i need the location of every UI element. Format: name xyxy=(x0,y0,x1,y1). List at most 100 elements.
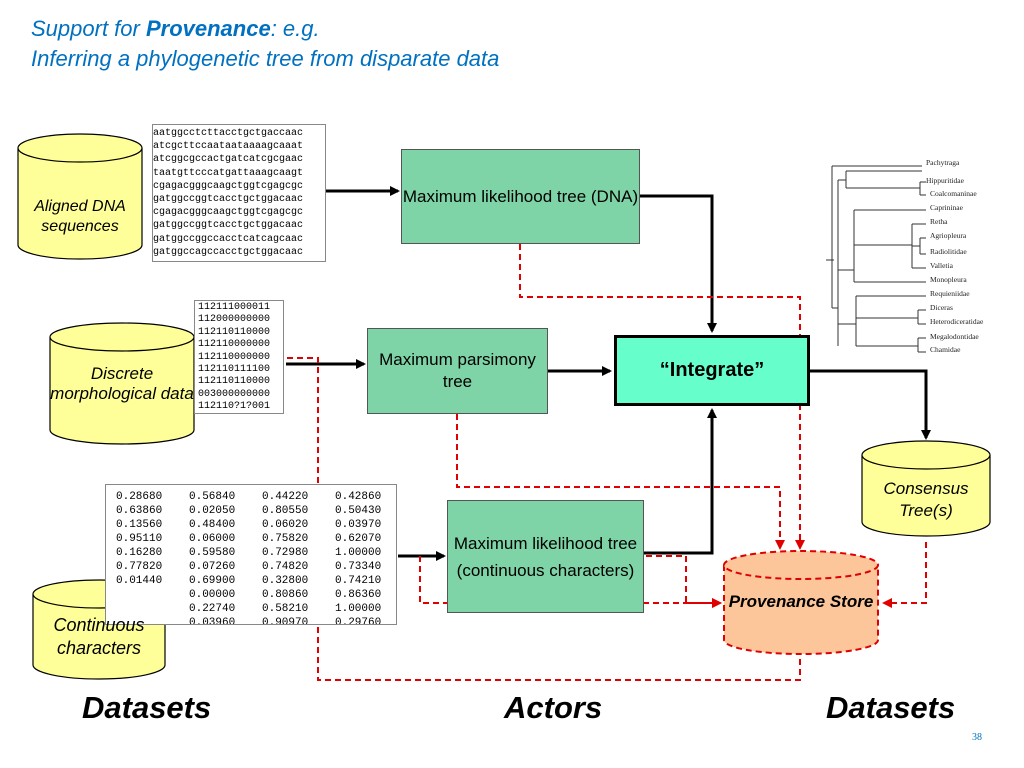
dna-sequence-row: gatggccggtcacctgctggacaac xyxy=(153,220,304,232)
tree-taxon-label: Radiolitidae xyxy=(930,247,967,256)
continuous-data-cell: 0.80860 xyxy=(262,589,309,601)
continuous-data-cell: 0.06000 xyxy=(189,533,236,545)
provenance-store-label: Provenance Store xyxy=(728,592,874,611)
continuous-data-row: 0.28680 0.56840 0.44220 0.42860 xyxy=(116,490,396,504)
morph-data-row: 003000000000 xyxy=(198,388,271,400)
ml-continuous-actor[interactable]: Maximum likelihood tree (continuous char… xyxy=(447,500,644,613)
arrow-ml-to-integrate xyxy=(640,194,717,333)
morph-data-row: 112110110000 xyxy=(198,376,271,388)
section-label-datasets-right: Datasets xyxy=(826,690,956,725)
data-flow-arrows xyxy=(286,186,931,561)
continuous-data-cell: 0.07260 xyxy=(189,561,236,573)
tree-taxon-label: Agriopleura xyxy=(930,231,967,240)
morph-data-row: 112110?1?001 xyxy=(198,401,271,413)
dna-sequence-row: aatggcctcttacctgctgaccaac xyxy=(153,128,304,139)
tree-taxon-label: Megalodontidae xyxy=(930,332,979,341)
continuous-data-cell: 0.13560 xyxy=(116,519,163,531)
continuous-data-row: 0.77820 0.07260 0.74820 0.73340 xyxy=(116,560,396,574)
morph-data-row: 112000000000 xyxy=(198,314,271,326)
continuous-data-cell: 0.74820 xyxy=(262,561,309,573)
continuous-data-cell: 0.06020 xyxy=(262,519,309,531)
continuous-data-cell: 0.86360 xyxy=(335,589,382,601)
morph-cylinder xyxy=(49,322,195,445)
tree-taxon-label: Monopleura xyxy=(930,275,967,284)
continuous-data-cell: 1.00000 xyxy=(335,603,382,615)
consensus-dataset-label: Consensus Tree(s) xyxy=(883,479,969,520)
section-label-datasets-left: Datasets xyxy=(82,690,212,725)
tree-taxon-label: Chamidae xyxy=(930,345,961,354)
dna-sequence-row: gatggccggccacctcatcagcaac xyxy=(153,233,304,245)
tree-taxon-label: Caprininae xyxy=(930,203,963,212)
continuous-data-cell: 0.62070 xyxy=(335,533,382,545)
continuous-data-cell: 0.48400 xyxy=(189,519,236,531)
section-label-actors: Actors xyxy=(504,690,603,725)
continuous-data-cell: 0.80550 xyxy=(262,505,309,517)
dna-sequence-row: atcggcgccactgatcatcgcgaac xyxy=(153,154,304,166)
title-emphasis: Provenance xyxy=(145,16,271,41)
dna-sequence-row: gatggccggtcacctgctggacaac xyxy=(153,194,304,206)
continuous-data-cell: 0.74210 xyxy=(335,575,382,587)
dna-dataset-label: Aligned DNA sequences xyxy=(34,198,126,235)
continuous-data-cell: 0.63860 xyxy=(116,505,163,517)
morph-data-row: 112110111100 xyxy=(198,364,271,376)
tree-taxon-label: Requieniidae xyxy=(930,289,970,298)
arrow-mlcont-to-integrate xyxy=(644,408,717,555)
provenance-cylinder xyxy=(723,550,879,655)
continuous-data-cell: 0.75820 xyxy=(262,533,309,545)
continuous-data-cell: 0.29760 xyxy=(335,617,382,625)
dna-sequence-row: cgagacgggcaagctggtcgagcgc xyxy=(153,180,304,192)
continuous-data-cell: 1.00000 xyxy=(335,547,382,559)
slide-title-line2: Inferring a phylogenetic tree from dispa… xyxy=(31,46,500,71)
dna-cylinder xyxy=(17,133,143,260)
continuous-data-cell: 0.77820 xyxy=(116,561,163,573)
morph-data-row: 112111000011 xyxy=(198,302,271,313)
continuous-data-cell: 0.69900 xyxy=(189,575,236,587)
integrate-actor[interactable]: “Integrate” xyxy=(614,335,810,406)
morph-data-row: 112110000000 xyxy=(198,339,271,351)
arrow-integrate-to-consensus xyxy=(810,369,931,440)
tree-taxon-label: Coalcomaninae xyxy=(930,189,977,198)
continuous-data-row: 0.95110 0.06000 0.75820 0.62070 xyxy=(116,532,396,546)
continuous-data-cell: 0.22740 xyxy=(189,603,236,615)
tree-taxon-label: Pachytraga xyxy=(926,158,960,167)
morph-dataset-label: Discrete morphological data xyxy=(50,364,194,403)
continuous-data-cell: 0.95110 xyxy=(116,533,163,545)
ml-dna-actor[interactable]: Maximum likelihood tree (DNA) xyxy=(401,149,640,244)
continuous-dataset-label: Continuous characters xyxy=(53,615,145,658)
tree-taxon-label: Heterodiceratidae xyxy=(930,317,984,326)
continuous-data-cell: 0.28680 xyxy=(116,491,163,503)
continuous-data-cell: 0.50430 xyxy=(335,505,382,517)
page-number: 38 xyxy=(972,732,982,743)
continuous-data-row: 0.13560 0.48400 0.06020 0.03970 xyxy=(116,518,396,532)
tree-taxon-label: Hippuritidae xyxy=(926,176,964,185)
tree-taxon-label: Diceras xyxy=(930,303,953,312)
continuous-data-cell: 0.02050 xyxy=(189,505,236,517)
morph-data-row: 112110000000 xyxy=(198,351,271,363)
continuous-data-cell: 0.58210 xyxy=(262,603,309,615)
tree-taxon-label: Retha xyxy=(930,217,948,226)
continuous-data-cell: 0.59580 xyxy=(189,547,236,559)
continuous-data-cell: 0.01440 xyxy=(116,575,163,587)
continuous-data-table: 0.28680 0.56840 0.44220 0.42860 0.63860 0.020… xyxy=(105,484,397,625)
consensus-cylinder xyxy=(861,440,991,537)
continuous-data-cell: 0.03970 xyxy=(335,519,382,531)
continuous-data-cell: 0.73340 xyxy=(335,561,382,573)
morph-data-row: 112110110000 xyxy=(198,326,271,338)
continuous-data-cell: 0.56840 xyxy=(189,491,236,503)
provenance-links xyxy=(287,244,927,681)
continuous-data-cell: 0.42860 xyxy=(335,491,382,503)
continuous-data-cell: 0.03960 xyxy=(189,617,236,625)
dna-sequence-row: cgagacgggcaagctggtcgagcgc xyxy=(153,207,304,219)
parsimony-actor[interactable]: Maximum parsimony tree xyxy=(367,328,548,414)
dna-sequence-row: taatgttcccatgattaaagcaagt xyxy=(153,167,304,179)
continuous-data-cell: 0.44220 xyxy=(262,491,309,503)
continuous-data-cell: 0.00000 xyxy=(189,589,236,601)
continuous-data-cell: 0.16280 xyxy=(116,547,163,559)
continuous-data-row: 0.00000 0.80860 0.86360 xyxy=(116,588,396,602)
